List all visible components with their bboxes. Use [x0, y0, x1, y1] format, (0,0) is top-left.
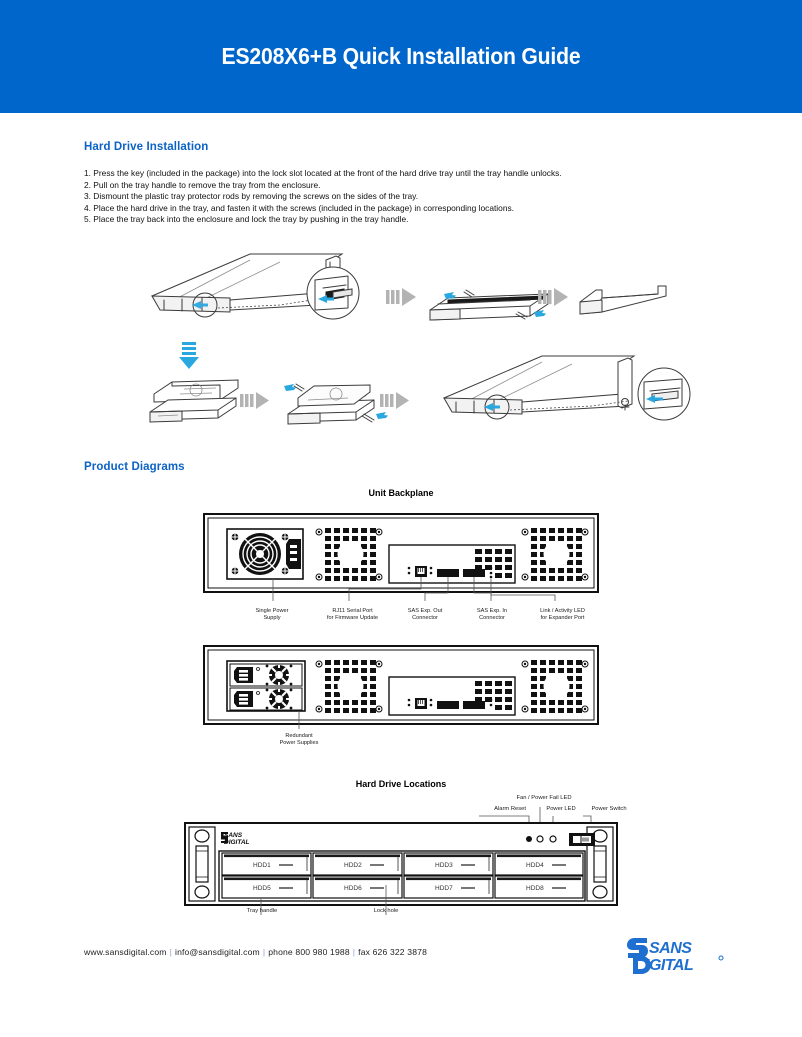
bottom-callout-leader-lines: [260, 885, 387, 915]
callout-power-switch: Power Switch: [591, 806, 627, 812]
right-vent-grid: [521, 528, 589, 581]
drive-bay: HDD6: [312, 875, 403, 899]
drive-bay: HDD5: [221, 875, 312, 899]
step-item: 3. Dismount the plastic tray protector r…: [84, 191, 419, 202]
sans-digital-bezel-logo: SANS DIGITAL: [221, 832, 250, 846]
redundant-backplane-diagram: [203, 645, 599, 730]
footer-email[interactable]: info@sansdigital.com: [175, 947, 260, 957]
section-heading-product-diagrams: Product Diagrams: [84, 461, 185, 473]
callout-rj11-serial-port: RJ11 Serial Port for Firmware Update: [327, 608, 378, 622]
svg-text:DIGITAL: DIGITAL: [224, 839, 250, 846]
svg-text:HDD4: HDD4: [526, 862, 544, 869]
callout-single-power-supply: Single Power Supply: [255, 608, 289, 622]
alarm-reset-button: [526, 836, 532, 842]
single-power-supply-module: [226, 528, 304, 580]
drive-bay-row-2: HDD5 HDD6 HDD7: [221, 875, 584, 899]
svg-text:HDD1: HDD1: [253, 862, 271, 869]
left-vent-grid: [315, 660, 383, 713]
lock-slot-detail-circle: [306, 266, 360, 320]
svg-text:IGITAL: IGITAL: [645, 957, 693, 974]
power-switch: [569, 833, 595, 846]
callout-fan-power-fail-led: Fan / Power Fail LED: [516, 795, 572, 801]
callout-sas-exp-in: SAS Exp. In Connector: [476, 608, 508, 622]
diagram-title-hard-drive-locations: Hard Drive Locations: [355, 779, 447, 789]
diagram-title-unit-backplane: Unit Backplane: [368, 488, 434, 498]
callout-tray-handle: Tray handle: [246, 908, 278, 914]
drive-bay-row-1: HDD1 HDD2 HDD3: [221, 852, 584, 876]
callout-link-activity-led: Link / Activity LED for Expander Port: [540, 608, 585, 622]
svg-text:HDD8: HDD8: [526, 885, 544, 892]
drive-bay: HDD8: [494, 875, 584, 899]
installation-steps-list: 1. Press the key (included in the packag…: [84, 168, 744, 226]
install-illustration-row-1: [130, 248, 670, 343]
install-illustration-row-2: [140, 340, 691, 436]
iec-power-inlet: [286, 539, 301, 569]
step-item: 5. Place the tray back into the enclosur…: [84, 214, 409, 225]
insert-direction-arrow-icon: [179, 342, 199, 369]
drive-bay: HDD1: [221, 852, 312, 876]
svg-text:HDD3: HDD3: [435, 862, 453, 869]
enclosure-illustration: [151, 253, 344, 318]
svg-text:SANS: SANS: [649, 940, 692, 957]
flow-arrow-icon: [240, 392, 269, 409]
drive-bay: HDD7: [403, 875, 494, 899]
svg-text:HDD6: HDD6: [344, 885, 362, 892]
footer-website[interactable]: www.sansdigital.com: [84, 947, 167, 957]
section-heading-hard-drive-installation: Hard Drive Installation: [84, 141, 209, 153]
tray-with-rods-illustration: [429, 289, 549, 321]
svg-text:SANS: SANS: [224, 832, 243, 839]
expander-controller-module: [388, 544, 516, 584]
drive-bay: HDD3: [403, 852, 494, 876]
callout-lock-hole: Lock hole: [373, 908, 399, 914]
step-item: 2. Pull on the tray handle to remove the…: [84, 179, 321, 190]
flow-arrow-icon: [380, 392, 409, 409]
hard-drive-locations-diagram: SANS DIGITAL HDD1: [183, 807, 619, 920]
flow-arrow-icon: [538, 288, 568, 306]
fan-power-fail-led: [536, 835, 544, 843]
callout-leader-lines: [272, 577, 556, 601]
footer-separator: |: [169, 947, 173, 957]
footer-separator: |: [262, 947, 266, 957]
left-vent-grid: [315, 528, 383, 581]
sas-exp-out-connector: [437, 569, 459, 577]
page-header: ES208X6+B Quick Installation Guide: [0, 0, 802, 113]
expander-controller-module: [388, 676, 516, 716]
flow-arrow-icon: [386, 288, 416, 306]
redundant-power-supply-modules: [226, 660, 306, 712]
hdd-mounted-in-tray-illustration: [284, 383, 388, 425]
footer-separator: |: [352, 947, 356, 957]
svg-text:HDD5: HDD5: [253, 885, 271, 892]
svg-text:HDD7: HDD7: [435, 885, 453, 892]
footer-phone: phone 800 980 1988: [268, 947, 350, 957]
left-rack-ear: [188, 826, 216, 902]
unit-backplane-diagram: [203, 513, 599, 603]
sas-exp-in-connector: [463, 569, 485, 577]
empty-tray-illustration: [579, 285, 667, 315]
callout-sas-exp-out: SAS Exp. Out Connector: [407, 608, 443, 622]
step-item: 4. Place the hard drive in the tray, and…: [84, 202, 514, 213]
drive-bay: HDD2: [312, 852, 403, 876]
page-title: ES208X6+B Quick Installation Guide: [221, 43, 581, 69]
footer-fax: fax 626 322 3878: [358, 947, 427, 957]
footer-contact-info: www.sansdigital.com|info@sansdigital.com…: [84, 947, 427, 957]
callout-alarm-reset: Alarm Reset: [494, 806, 526, 812]
sans-digital-logo: SANS IGITAL: [627, 936, 727, 978]
svg-text:HDD2: HDD2: [344, 862, 362, 869]
drive-bay: HDD4: [494, 852, 584, 876]
hdd-and-tray-illustration: [149, 379, 239, 423]
callout-power-led: Power LED: [546, 806, 576, 812]
step-item: 1. Press the key (included in the packag…: [84, 168, 562, 178]
power-led: [549, 835, 557, 843]
callout-redundant-power-supplies: Redundant Power Supplies: [279, 733, 319, 747]
enclosure-reinsert-illustration: [443, 355, 691, 421]
rj11-serial-port: [415, 566, 427, 577]
right-vent-grid: [521, 660, 589, 713]
